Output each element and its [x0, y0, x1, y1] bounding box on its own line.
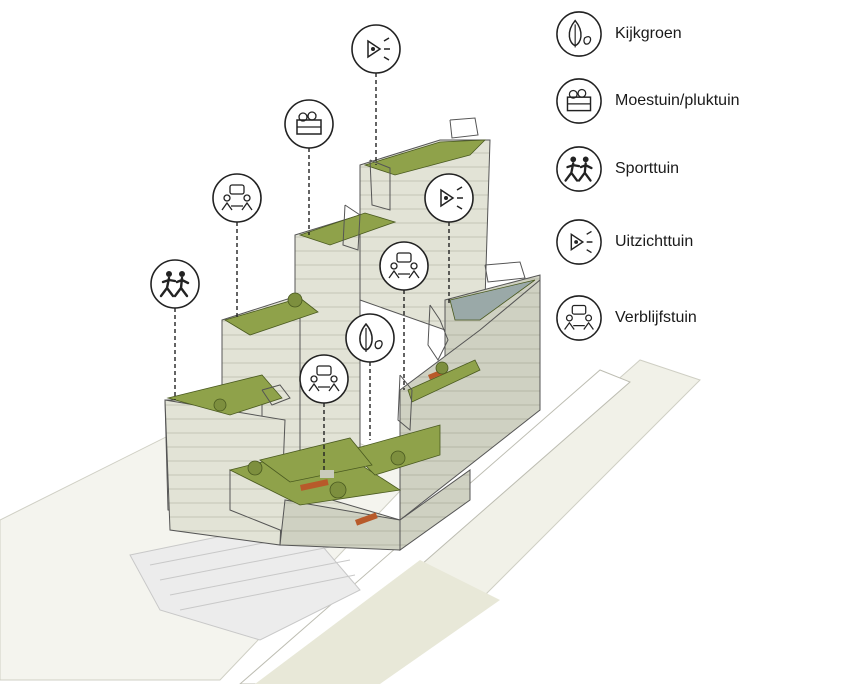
- running-people-icon: [556, 146, 602, 192]
- vegetable-crate-icon: [556, 78, 602, 124]
- legend-label: Sporttuin: [615, 160, 680, 177]
- legend-label: Kijkgroen: [615, 25, 682, 42]
- pergolas: [261, 117, 526, 432]
- legend-label: Uitzichttuin: [615, 233, 694, 250]
- legend-label: Moestuin/pluktuin: [615, 92, 740, 109]
- callout-leaf-icon: [345, 313, 395, 363]
- callout-eye-view-icon-right: [424, 173, 474, 223]
- callout-eye-view-icon-top: [351, 24, 401, 74]
- trees: [213, 292, 449, 499]
- callout-people-talking-icon-1: [212, 173, 262, 223]
- callout-people-talking-icon-3: [299, 354, 349, 404]
- wooden-paths: [299, 368, 447, 526]
- roof-terraces: [166, 139, 536, 506]
- callout-running-people-icon: [150, 259, 200, 309]
- legend-label: Verblijfstuin: [615, 309, 697, 326]
- legend-item-verblijfstuin: Verblijfstuin: [555, 292, 697, 344]
- callout-vegetable-crate-icon: [284, 99, 334, 149]
- people-talking-icon: [556, 295, 602, 341]
- leader-lines: [174, 73, 450, 470]
- legend-item-kijkgroen: Kijkgroen: [555, 8, 682, 60]
- callout-people-talking-icon-2: [379, 241, 429, 291]
- legend-item-uitzichttuin: Uitzichttuin: [555, 216, 693, 268]
- legend-item-sporttuin: Sporttuin: [555, 143, 679, 195]
- leaf-icon: [556, 11, 602, 57]
- eye-view-icon: [556, 219, 602, 265]
- legend-item-moestuin: Moestuin/pluktuin: [555, 75, 740, 127]
